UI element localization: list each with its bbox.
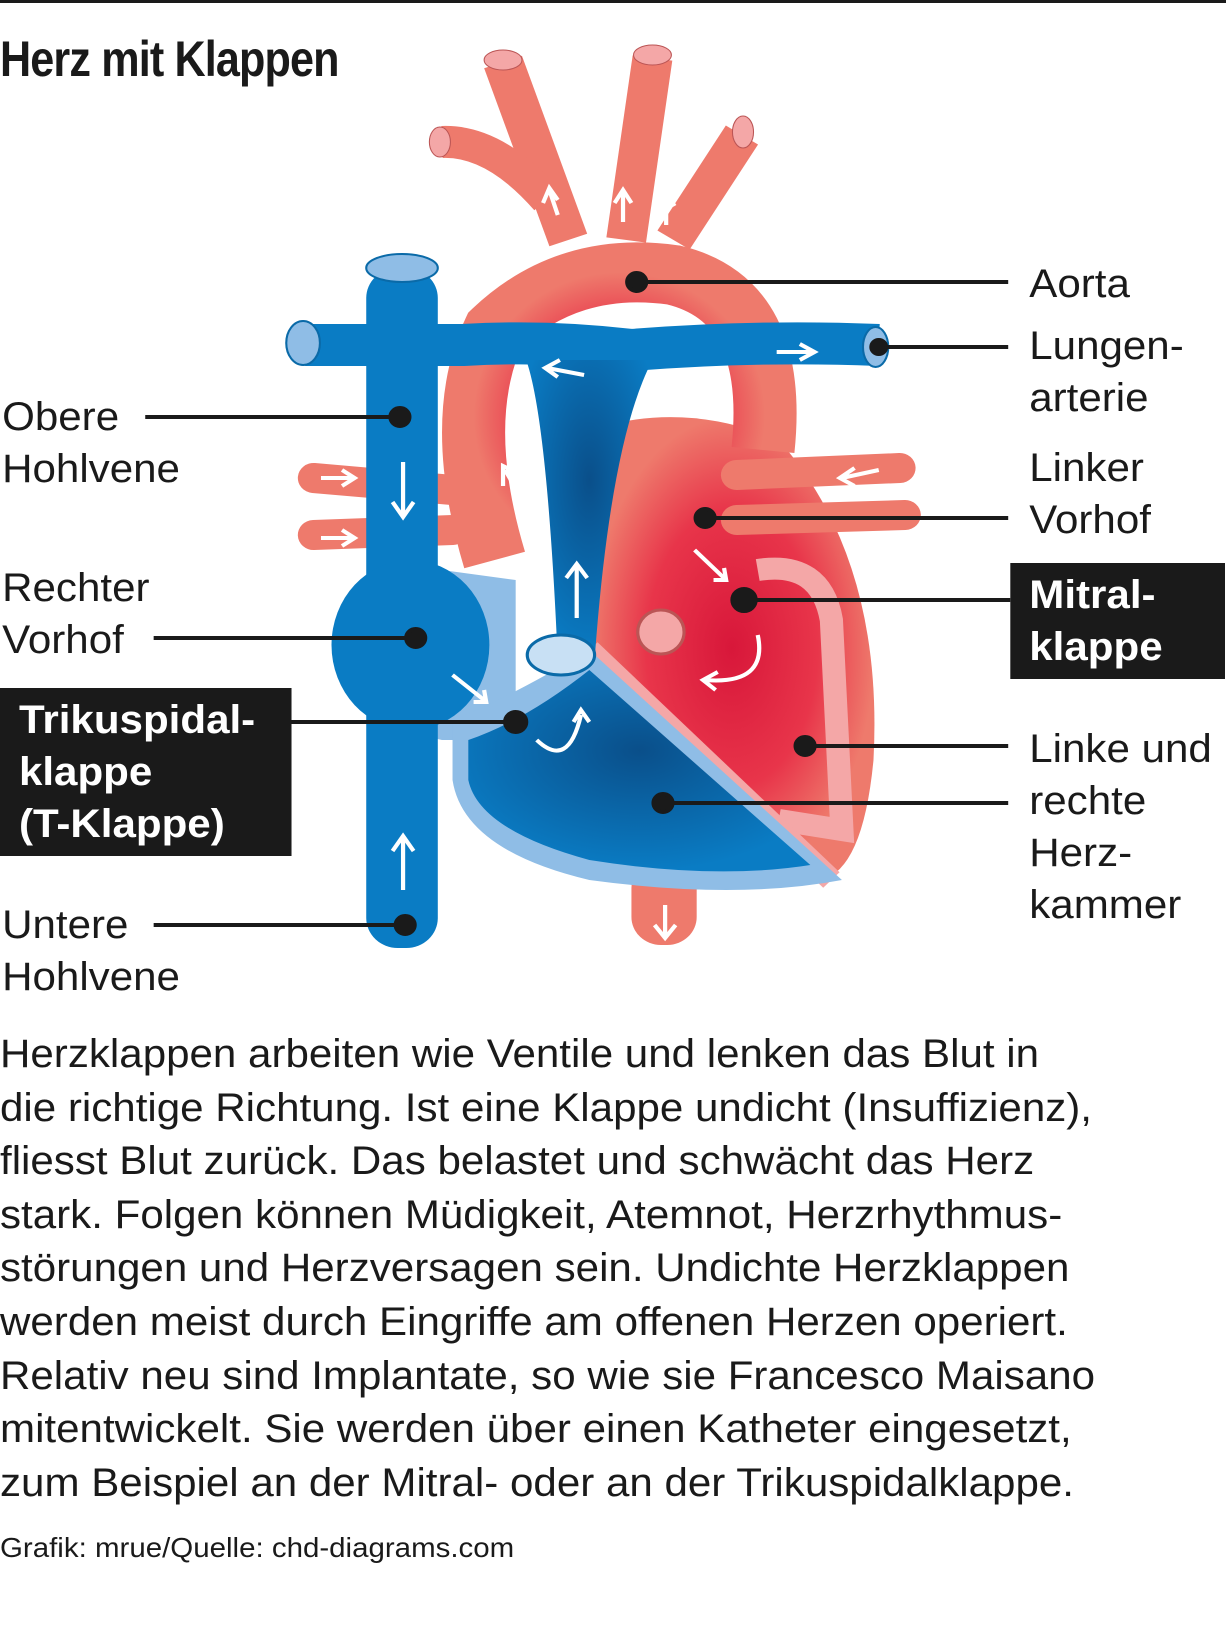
- label-line: Untere: [2, 903, 129, 947]
- label-obere-hohlvene: Obere Hohlvene: [2, 391, 180, 495]
- body-line: die richtige Richtung. Ist eine Klappe u…: [0, 1085, 1092, 1130]
- body-line: störungen und Herzversagen sein. Undicht…: [0, 1246, 1070, 1291]
- label-mitralklappe: Mitral- klappe: [1010, 563, 1225, 679]
- label-line: Hohlvene: [2, 955, 180, 999]
- body-line: werden meist durch Eingriffe am offenen …: [0, 1299, 1068, 1344]
- label-line: Trikuspidal-: [18, 698, 256, 742]
- leader-lines: [145, 271, 1011, 936]
- aorta-branches: [441, 55, 759, 250]
- label-line: kammer: [1029, 883, 1182, 927]
- label-line: Rechter: [2, 566, 150, 610]
- label-line: Vorhof: [2, 618, 124, 662]
- label-line: Hohlvene: [2, 447, 180, 491]
- source-credit: Grafik: mrue/Quelle: chd-diagrams.com: [0, 1532, 515, 1563]
- label-aorta: Aorta: [1029, 258, 1130, 310]
- body-line: mitentwickelt. Sie werden über einen Kat…: [0, 1407, 1072, 1452]
- body-line: Relativ neu sind Implantate, so wie sie …: [0, 1353, 1096, 1398]
- label-linker-vorhof: Linker Vorhof: [1029, 442, 1151, 546]
- pulmonary-artery: [305, 322, 880, 372]
- label-herzkammer: Linke und rechte Herz- kammer: [1029, 723, 1212, 931]
- label-line: Vorhof: [1029, 498, 1151, 542]
- label-line: Lungen-: [1029, 324, 1184, 368]
- label-untere-hohlvene: Untere Hohlvene: [2, 899, 180, 1003]
- label-line: klappe: [18, 750, 153, 794]
- flow-arrows: [320, 183, 880, 942]
- label-line: klappe: [1029, 625, 1163, 669]
- body-line: stark. Folgen können Müdigkeit, Atemnot,…: [0, 1192, 1063, 1237]
- body-line: Herzklappen arbeiten wie Ventile und len…: [0, 1032, 1040, 1076]
- label-line: rechte: [1029, 779, 1147, 823]
- label-line: (T-Klappe): [18, 802, 225, 846]
- label-line: Herz-: [1029, 831, 1133, 875]
- page-title: Herz mit Klappen: [0, 31, 339, 87]
- label-rechter-vorhof: Rechter Vorhof: [2, 562, 149, 666]
- label-line: Mitral-: [1029, 573, 1156, 617]
- body-text: Herzklappen arbeiten wie Ventile und len…: [0, 1028, 1226, 1510]
- body-line: zum Beispiel an der Mitral- oder an der …: [0, 1460, 1074, 1505]
- label-line: arterie: [1029, 376, 1149, 420]
- heart-diagram: [145, 44, 1011, 948]
- label-line: Obere: [2, 395, 120, 439]
- top-rule: [0, 0, 1226, 3]
- label-line: Aorta: [1029, 262, 1130, 306]
- label-trikuspidalklappe: Trikuspidal- klappe (T-Klappe): [0, 688, 292, 856]
- label-line: Linke und: [1029, 727, 1212, 771]
- body-line: fliesst Blut zurück. Das belastet und sc…: [0, 1139, 1035, 1184]
- label-line: Linker: [1029, 446, 1144, 490]
- label-lungenarterie: Lungen- arterie: [1029, 320, 1183, 424]
